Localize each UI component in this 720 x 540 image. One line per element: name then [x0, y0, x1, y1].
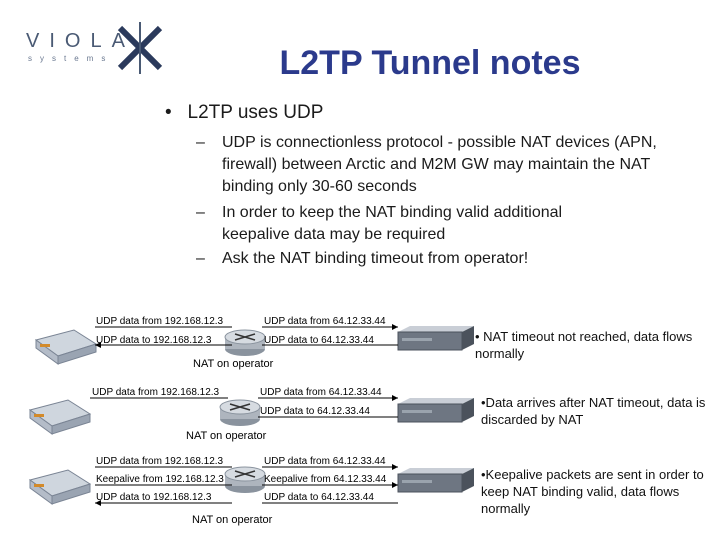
s3-note: •Keepalive packets are sent in order to … [481, 466, 713, 517]
s2-right-bottom-label: UDP data to 64.12.33.44 [260, 406, 370, 417]
s1-right-top-label: UDP data from 64.12.33.44 [264, 316, 386, 327]
logo-x-icon [120, 22, 160, 74]
s3-right-middle-label: Keepalive from 64.12.33.44 [264, 474, 386, 485]
s3-left-middle-label: Keepalive from 192.168.12.3 [96, 474, 224, 485]
s2-router-label: NAT on operator [186, 430, 266, 442]
s1-left-top-label: UDP data from 192.168.12.3 [96, 316, 223, 327]
server-device-3 [398, 468, 474, 492]
subbullet-dash-3: – [196, 248, 205, 270]
subbullet-dash-2: – [196, 202, 205, 224]
server-device-2 [398, 398, 474, 422]
nat-router-2 [220, 400, 260, 426]
modem-device-2 [30, 400, 90, 434]
scenario-2-graphics [30, 395, 474, 434]
s1-left-bottom-label: UDP data to 192.168.12.3 [96, 335, 211, 346]
subbullet-dash-1: – [196, 132, 205, 154]
subbullet-3: Ask the NAT binding timeout from operato… [222, 248, 662, 270]
modem-device-3 [30, 470, 90, 504]
s2-note: •Data arrives after NAT timeout, data is… [481, 394, 711, 428]
s3-right-top-label: UDP data from 64.12.33.44 [264, 456, 386, 467]
s3-left-top-label: UDP data from 192.168.12.3 [96, 456, 223, 467]
s3-left-bottom-label: UDP data to 192.168.12.3 [96, 492, 211, 503]
main-bullet: • L2TP uses UDP [165, 102, 323, 124]
s1-right-bottom-label: UDP data to 64.12.33.44 [264, 335, 374, 346]
slide-title: L2TP Tunnel notes [180, 44, 680, 83]
s1-note: • NAT timeout not reached, data flows no… [475, 328, 705, 362]
subbullet-1: UDP is connectionless protocol - possibl… [222, 132, 667, 198]
s2-right-top-label: UDP data from 64.12.33.44 [260, 387, 382, 398]
bullet-dot: • [165, 102, 188, 123]
subbullet-2: In order to keep the NAT binding valid a… [222, 202, 622, 246]
nat-router-1 [225, 330, 265, 356]
modem-device-1 [36, 330, 96, 364]
s2-left-top-label: UDP data from 192.168.12.3 [92, 387, 219, 398]
nat-router-3 [225, 467, 265, 493]
server-device-1 [398, 326, 474, 350]
s1-router-label: NAT on operator [193, 358, 273, 370]
main-bullet-text: L2TP uses UDP [188, 102, 324, 123]
s3-right-bottom-label: UDP data to 64.12.33.44 [264, 492, 374, 503]
s3-router-label: NAT on operator [192, 514, 272, 526]
